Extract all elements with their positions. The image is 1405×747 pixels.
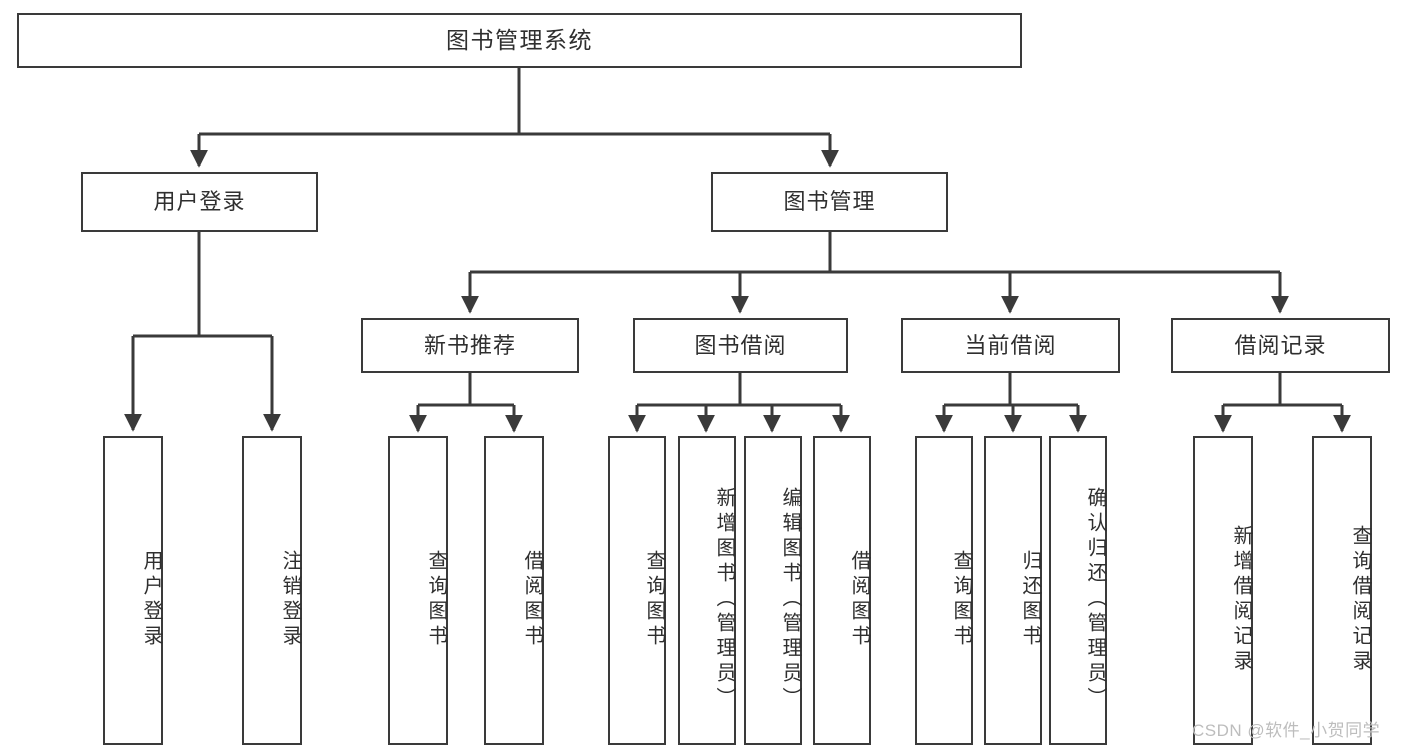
node-label: 图书管理 <box>783 189 876 215</box>
leaf-query-book-current[interactable]: 查询图书 <box>915 436 973 745</box>
watermark-text: CSDN @软件_小贺同学 <box>1192 721 1381 740</box>
node-label: 归还图书 <box>1019 549 1041 650</box>
leaf-query-borrow-record[interactable]: 查询借阅记录 <box>1312 436 1372 745</box>
leaf-edit-book-admin[interactable]: 编辑图书（管理员） <box>744 436 802 745</box>
node-label: 查询图书 <box>643 549 665 650</box>
node-label: 新增借阅记录 <box>1230 524 1252 675</box>
leaf-confirm-return-admin[interactable]: 确认归还（管理员） <box>1049 436 1107 745</box>
node-current-borrow[interactable]: 当前借阅 <box>901 318 1120 373</box>
leaf-user-login[interactable]: 用户登录 <box>103 436 163 745</box>
leaf-query-book-borrow[interactable]: 查询图书 <box>608 436 666 745</box>
node-label: 借阅图书 <box>521 549 543 650</box>
leaf-add-borrow-record[interactable]: 新增借阅记录 <box>1193 436 1253 745</box>
node-label: 查询借阅记录 <box>1349 524 1371 675</box>
node-root-system[interactable]: 图书管理系统 <box>17 13 1022 68</box>
node-label: 图书管理系统 <box>446 27 593 54</box>
node-label: 查询图书 <box>950 549 972 650</box>
node-label: 当前借阅 <box>964 332 1057 358</box>
node-user-login[interactable]: 用户登录 <box>81 172 318 232</box>
node-label: 注销登录 <box>279 549 301 650</box>
node-label: 用户登录 <box>140 549 162 650</box>
node-label: 用户登录 <box>153 189 246 215</box>
leaf-borrow-book-recommend[interactable]: 借阅图书 <box>484 436 544 745</box>
node-label: 确认归还（管理员） <box>1084 487 1106 712</box>
leaf-add-book-admin[interactable]: 新增图书（管理员） <box>678 436 736 745</box>
leaf-return-book[interactable]: 归还图书 <box>984 436 1042 745</box>
leaf-logout[interactable]: 注销登录 <box>242 436 302 745</box>
node-label: 借阅记录 <box>1234 332 1327 358</box>
node-label: 查询图书 <box>425 549 447 650</box>
node-label: 图书借阅 <box>694 332 787 358</box>
node-new-book-recommend[interactable]: 新书推荐 <box>361 318 579 373</box>
node-book-borrow[interactable]: 图书借阅 <box>633 318 848 373</box>
node-borrow-record[interactable]: 借阅记录 <box>1171 318 1390 373</box>
node-label: 借阅图书 <box>848 549 870 650</box>
node-label: 新增图书（管理员） <box>713 487 735 712</box>
leaf-query-book-recommend[interactable]: 查询图书 <box>388 436 448 745</box>
node-label: 新书推荐 <box>423 332 516 358</box>
node-label: 编辑图书（管理员） <box>779 487 801 712</box>
node-book-management[interactable]: 图书管理 <box>711 172 948 232</box>
leaf-borrow-book[interactable]: 借阅图书 <box>813 436 871 745</box>
